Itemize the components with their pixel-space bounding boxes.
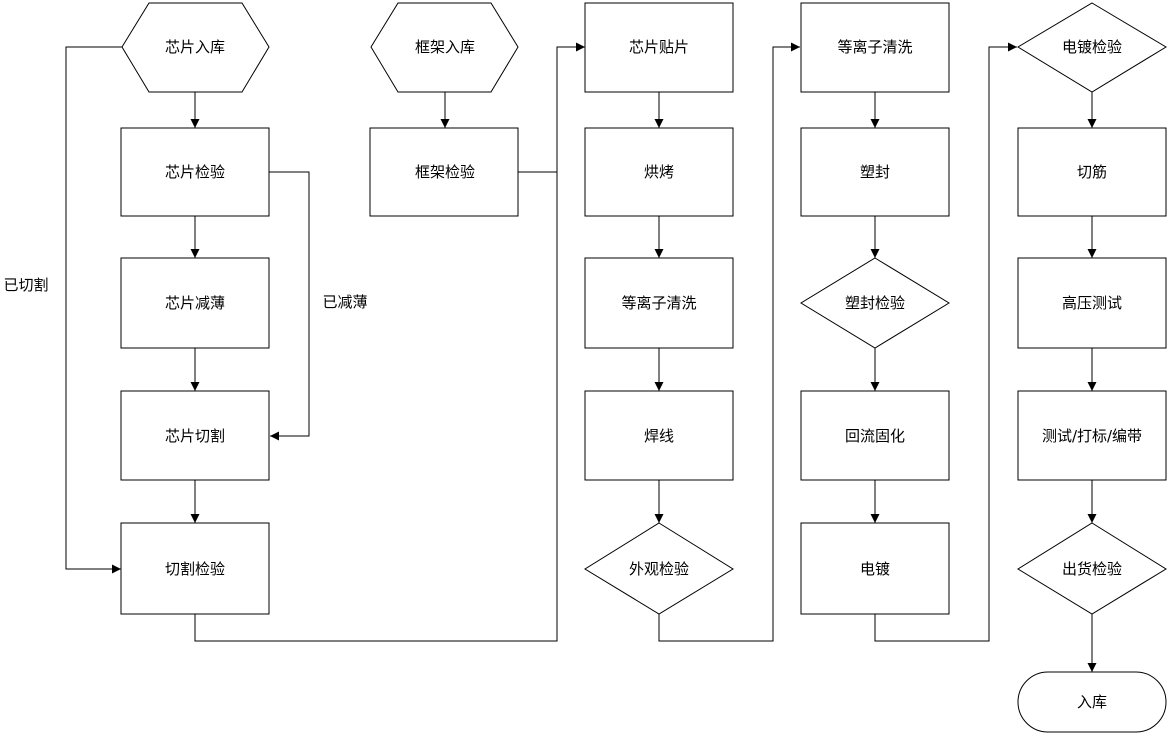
node-mold: 塑封 xyxy=(800,127,950,217)
node-chip-inspect: 芯片检验 xyxy=(120,127,270,217)
edges xyxy=(65,42,1097,672)
node-ship-inspect-label: 出货检验 xyxy=(1062,560,1122,578)
node-plating: 电镀 xyxy=(800,522,950,615)
node-mold-inspect: 塑封检验 xyxy=(800,257,950,349)
node-trim-label: 切筋 xyxy=(1077,163,1107,181)
node-mold-label: 塑封 xyxy=(860,163,890,181)
node-trim: 切筋 xyxy=(1017,127,1167,217)
node-reflow: 回流固化 xyxy=(800,390,950,481)
node-die-attach: 芯片贴片 xyxy=(584,2,734,93)
node-cut-inspect-label: 切割检验 xyxy=(165,560,225,578)
edge-cut-inspect-to-die-attach xyxy=(194,47,558,642)
node-store-label: 入库 xyxy=(1077,693,1107,711)
node-frame-inspect-label: 框架检验 xyxy=(415,163,475,181)
node-chip-cut: 芯片切割 xyxy=(120,390,270,481)
node-bake: 烘烤 xyxy=(584,127,734,217)
node-plating-inspect: 电镀检验 xyxy=(1017,2,1167,93)
node-reflow-label: 回流固化 xyxy=(845,427,905,445)
edge-plating-to-plating-inspect xyxy=(874,42,1017,642)
node-plating-label: 电镀 xyxy=(860,560,890,578)
node-chip-thin: 芯片减薄 xyxy=(120,257,270,349)
edge-already-cut-bypass xyxy=(65,46,122,574)
node-plasma2-label: 等离子清洗 xyxy=(837,38,912,56)
node-bake-label: 烘烤 xyxy=(644,163,674,181)
node-plasma1: 等离子清洗 xyxy=(584,257,734,349)
edge-label-already-thinned: 已减薄 xyxy=(322,293,367,311)
node-visual-inspect: 外观检验 xyxy=(584,522,734,615)
node-wire-bond: 焊线 xyxy=(584,390,734,481)
node-plasma2: 等离子清洗 xyxy=(800,2,950,93)
node-chip-thin-label: 芯片减薄 xyxy=(165,294,225,312)
node-ship-inspect: 出货检验 xyxy=(1017,522,1167,615)
node-plating-inspect-label: 电镀检验 xyxy=(1062,38,1122,56)
node-frame-inspect: 框架检验 xyxy=(369,127,519,217)
node-chip-in-label: 芯片入库 xyxy=(165,38,225,56)
node-frame-in-label: 框架入库 xyxy=(415,38,475,56)
node-chip-in: 芯片入库 xyxy=(121,2,270,93)
edge-frame-inspect-to-die-attach xyxy=(518,42,585,173)
node-die-attach-label: 芯片贴片 xyxy=(629,38,689,56)
node-hv-test: 高压测试 xyxy=(1017,257,1167,349)
node-test-mark-tape-label: 测试/打标/编带 xyxy=(1042,427,1142,445)
node-cut-inspect: 切割检验 xyxy=(120,522,270,615)
node-store: 入库 xyxy=(1017,671,1167,733)
node-frame-in: 框架入库 xyxy=(370,2,519,93)
node-mold-inspect-label: 塑封检验 xyxy=(845,294,905,312)
node-test-mark-tape: 测试/打标/编带 xyxy=(1017,390,1167,481)
node-chip-cut-label: 芯片切割 xyxy=(165,427,225,445)
node-hv-test-label: 高压测试 xyxy=(1062,294,1122,312)
node-chip-inspect-label: 芯片检验 xyxy=(165,163,225,181)
edge-visual-to-plasma2 xyxy=(658,42,800,642)
node-plasma1-label: 等离子清洗 xyxy=(621,294,696,312)
node-visual-inspect-label: 外观检验 xyxy=(629,560,689,578)
edge-already-thinned-bypass xyxy=(269,171,310,441)
edge-label-already-cut: 已切割 xyxy=(3,276,48,294)
node-wire-bond-label: 焊线 xyxy=(644,427,674,445)
